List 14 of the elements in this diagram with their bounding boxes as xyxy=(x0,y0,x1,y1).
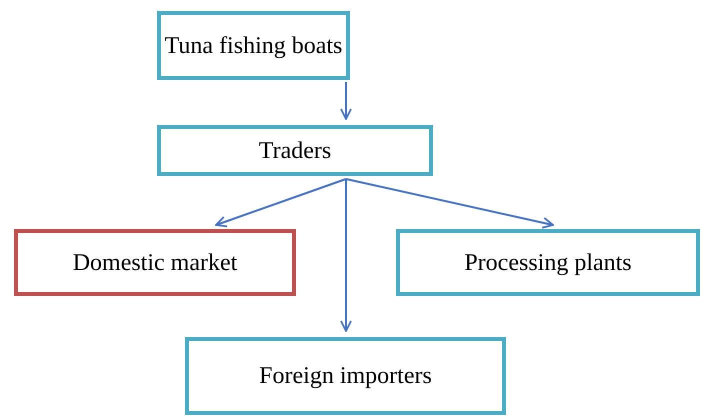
arrow xyxy=(346,178,554,229)
arrow xyxy=(215,178,346,228)
box-label: Tuna fishing boats xyxy=(164,32,342,60)
box-label: Traders xyxy=(258,136,332,166)
box-label: Foreign importers xyxy=(259,362,432,391)
process-box xyxy=(157,125,433,176)
process-box xyxy=(14,229,296,296)
process-box xyxy=(396,229,700,296)
process-box xyxy=(185,337,506,415)
process-box xyxy=(157,11,350,80)
arrow xyxy=(340,82,352,120)
box-label: Processing plants xyxy=(464,248,632,278)
box-label: Domestic market xyxy=(72,248,238,278)
arrow xyxy=(340,179,352,332)
